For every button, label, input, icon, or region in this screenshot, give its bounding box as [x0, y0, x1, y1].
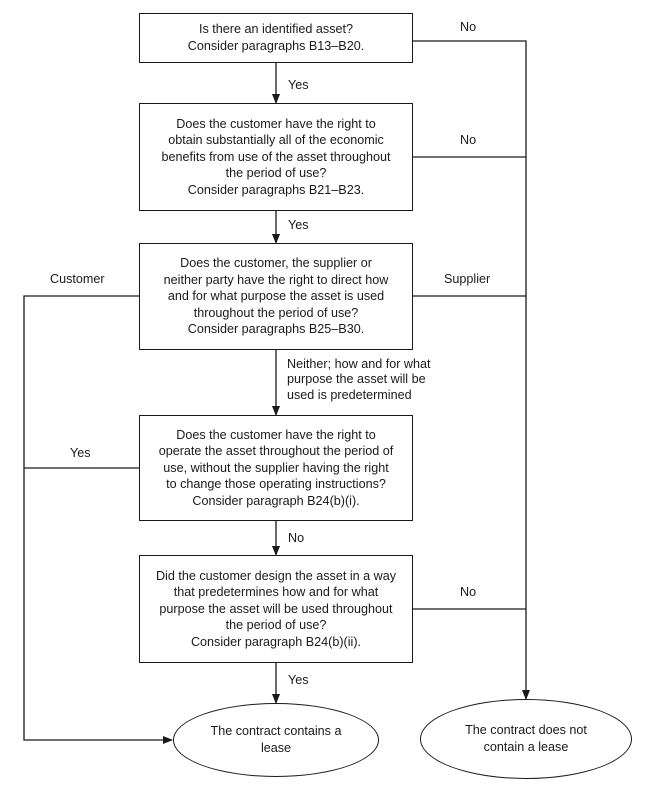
box-line: to change those operating instructions?	[166, 477, 386, 492]
label-q3-customer: Customer	[50, 272, 105, 286]
path-customer-to-lease	[23, 295, 173, 744]
box-line: that predetermines how and for what	[173, 585, 379, 600]
box-line: Consider paragraphs B21–B23.	[187, 182, 365, 197]
box-line: benefits from use of the asset throughou…	[161, 149, 391, 164]
decision-right-to-operate: Does the customer have the right to opera…	[139, 415, 413, 521]
label-q2-yes: Yes	[288, 218, 309, 232]
label-q3-neither: Neither; how and for what purpose the as…	[287, 357, 431, 403]
box-line: and for what purpose the asset is used	[167, 289, 385, 304]
box-line: Does the customer, the supplier or	[180, 256, 372, 271]
label-line: purpose the asset will be	[287, 372, 426, 387]
box-line: throughout the period of use?	[193, 305, 359, 320]
label-q5-yes: Yes	[288, 673, 309, 687]
outcome-no-lease: The contract does not contain a lease	[420, 699, 632, 779]
label-q2-no: No	[460, 133, 477, 147]
label-line: Neither; how and for what	[287, 357, 431, 371]
box-line: operate the asset throughout the period …	[158, 444, 394, 459]
box-line: Is there an identified asset?	[198, 22, 354, 37]
box-line: Does the customer have the right to	[176, 427, 376, 442]
decision-customer-design: Did the customer design the asset in a w…	[139, 555, 413, 663]
outcome-text: The contract does not contain a lease	[465, 723, 587, 754]
box-line: Consider paragraphs B13–B20.	[187, 39, 365, 53]
path-no-to-no-lease	[413, 40, 530, 700]
box-line: Does the customer have the right to	[176, 116, 376, 131]
box-line: use, without the supplier having the rig…	[163, 460, 389, 475]
label-q4-yes: Yes	[70, 446, 91, 460]
label-q4-no: No	[288, 531, 305, 545]
box-line: obtain substantially all of the economic	[168, 133, 384, 148]
decision-identified-asset: Is there an identified asset? Consider pa…	[139, 13, 413, 63]
label-q1-yes: Yes	[288, 78, 309, 92]
label-q3-supplier: Supplier	[444, 272, 491, 286]
outcome-contains-lease: The contract contains a lease	[173, 703, 379, 777]
box-line: the period of use?	[225, 166, 327, 181]
box-line: Consider paragraph B24(b)(i).	[192, 493, 360, 508]
box-line: the period of use?	[225, 618, 327, 633]
box-line: Did the customer design the asset in a w…	[155, 568, 397, 583]
box-line: purpose the asset will be used throughou…	[159, 601, 393, 616]
decision-economic-benefits: Does the customer have the right to obtai…	[139, 103, 413, 211]
box-line: Consider paragraphs B25–B30.	[187, 322, 365, 337]
outcome-text: The contract contains a lease	[210, 724, 342, 755]
label-line: used is predetermined	[287, 387, 412, 402]
box-line: neither party have the right to direct h…	[163, 272, 389, 287]
label-q5-no: No	[460, 585, 477, 599]
box-line: Consider paragraph B24(b)(ii).	[190, 634, 362, 649]
label-q1-no: No	[460, 20, 477, 34]
